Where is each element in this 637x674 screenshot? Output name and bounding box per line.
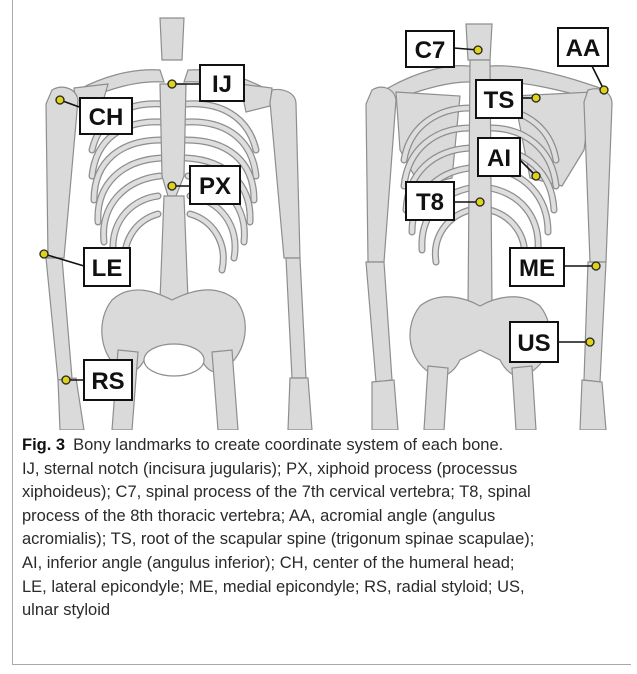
caption-line-3: xiphoideus); C7, spinal process of the 7… bbox=[22, 481, 622, 505]
caption-line-8: ulnar styloid bbox=[22, 599, 622, 623]
caption-line-7: LE, lateral epicondyle; ME, medial epico… bbox=[22, 576, 622, 600]
svg-text:CH: CH bbox=[89, 104, 124, 131]
figure-number: Fig. 3 bbox=[22, 436, 65, 454]
svg-text:IJ: IJ bbox=[212, 71, 232, 98]
svg-text:LE: LE bbox=[92, 255, 123, 282]
caption-line-2: IJ, sternal notch (incisura jugularis); … bbox=[22, 458, 622, 482]
svg-text:T8: T8 bbox=[416, 189, 444, 216]
svg-text:AA: AA bbox=[566, 35, 601, 62]
svg-text:ME: ME bbox=[519, 255, 555, 282]
landmark-me: ME bbox=[510, 248, 600, 286]
caption-line-6: AI, inferior angle (angulus inferior); C… bbox=[22, 552, 622, 576]
caption-title: Bony landmarks to create coordinate syst… bbox=[73, 436, 503, 454]
svg-text:US: US bbox=[517, 330, 550, 357]
skeleton-illustration: .bone { fill: #dadada; stroke: #8e8e8e; … bbox=[0, 0, 637, 430]
landmark-us: US bbox=[510, 322, 594, 362]
caption-line-5: acromialis); TS, root of the scapular sp… bbox=[22, 528, 622, 552]
svg-text:AI: AI bbox=[487, 145, 511, 172]
svg-text:TS: TS bbox=[484, 87, 515, 114]
svg-text:RS: RS bbox=[91, 368, 124, 395]
caption-line-1: Fig. 3 Bony landmarks to create coordinat… bbox=[22, 434, 622, 458]
caption-line-4: process of the 8th thoracic vertebra; AA… bbox=[22, 505, 622, 529]
svg-text:C7: C7 bbox=[415, 37, 446, 64]
svg-text:PX: PX bbox=[199, 173, 231, 200]
figure-caption: Fig. 3 Bony landmarks to create coordinat… bbox=[22, 434, 622, 623]
